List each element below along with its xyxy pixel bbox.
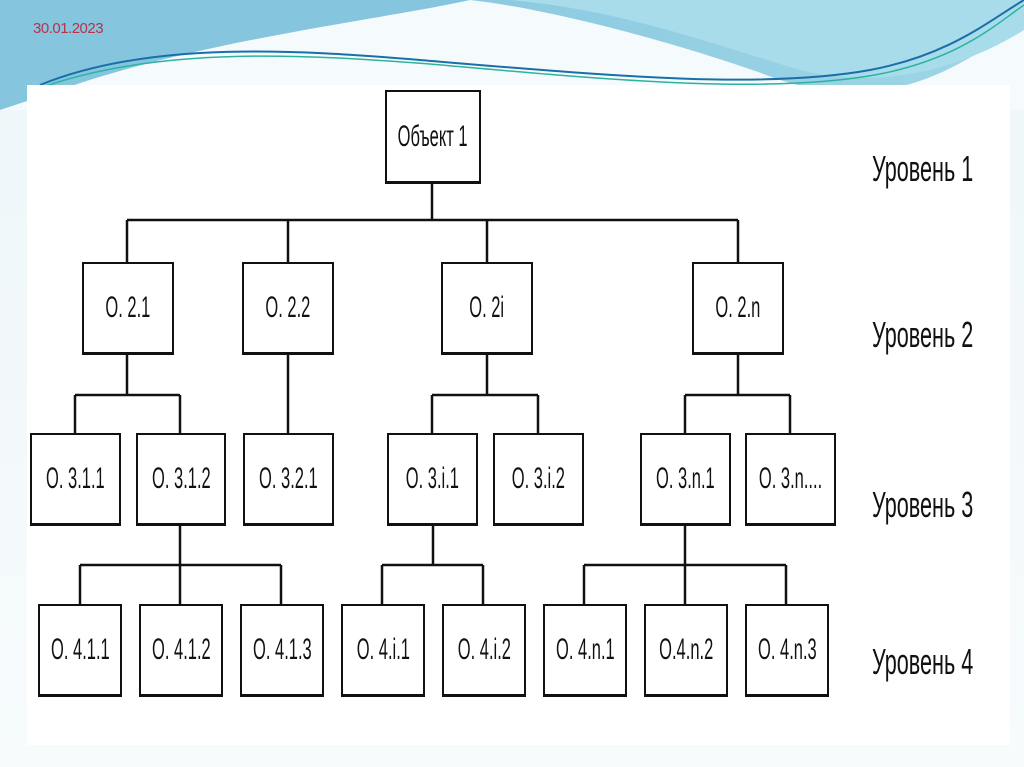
node-level3: O. 3.2.1 xyxy=(243,433,334,526)
node-label: O. 4.n.3 xyxy=(757,633,817,666)
slide-date: 30.01.2023 xyxy=(33,20,104,37)
level-label-4: Уровень 4 xyxy=(872,641,974,682)
node-level3: O. 3.i.2 xyxy=(493,433,584,526)
node-level4: O. 4.1.2 xyxy=(139,604,223,697)
node-label: O.4.n.2 xyxy=(658,633,714,666)
node-level2: O. 2.2 xyxy=(242,262,334,355)
node-label: O. 2.1 xyxy=(105,291,151,324)
node-label: O. 2i xyxy=(469,291,505,324)
node-root: Объект 1 xyxy=(385,90,481,184)
node-level4: O.4.n.2 xyxy=(644,604,728,697)
node-level3: O. 3.n.1 xyxy=(640,433,731,526)
node-label: O. 2.2 xyxy=(265,291,311,324)
level-label-2: Уровень 2 xyxy=(872,314,974,355)
node-label: O. 4.1.3 xyxy=(252,633,312,666)
node-level2: O. 2.1 xyxy=(82,262,174,355)
node-level4: O. 4.n.1 xyxy=(543,604,627,697)
level-label-1: Уровень 1 xyxy=(872,148,974,189)
node-label: O. 3.1.2 xyxy=(151,462,211,495)
node-label: O. 4.i.2 xyxy=(457,633,511,666)
node-level3: O. 3.1.2 xyxy=(136,433,226,526)
node-label: O. 3.n.... xyxy=(758,462,823,495)
node-label: O. 3.i.1 xyxy=(405,462,460,495)
node-label: O. 4.n.1 xyxy=(555,633,615,666)
node-label: O. 4.1.1 xyxy=(50,633,110,666)
node-level3: O. 3.n.... xyxy=(745,433,836,526)
node-label: O. 3.2.1 xyxy=(259,462,318,495)
node-level4: O. 4.i.2 xyxy=(442,604,526,697)
node-level3: O. 3.i.1 xyxy=(387,433,478,526)
node-label: O. 3.i.2 xyxy=(511,462,566,495)
level-label-3: Уровень 3 xyxy=(872,484,974,525)
node-level2: O. 2.n xyxy=(692,262,784,355)
node-level4: O. 4.i.1 xyxy=(341,604,425,697)
node-label: O. 3.n.1 xyxy=(656,462,715,495)
node-level4: O. 4.1.1 xyxy=(38,604,122,697)
node-level4: O. 4.1.3 xyxy=(240,604,324,697)
node-level3: O. 3.1.1 xyxy=(30,433,121,526)
node-label: O. 4.i.1 xyxy=(356,633,410,666)
node-level4: O. 4.n.3 xyxy=(745,604,829,697)
node-label: O. 2.n xyxy=(715,291,761,324)
node-level2: O. 2i xyxy=(441,262,533,355)
node-label: O. 3.1.1 xyxy=(46,462,105,495)
node-label: Объект 1 xyxy=(398,119,468,153)
node-label: O. 4.1.2 xyxy=(151,633,211,666)
